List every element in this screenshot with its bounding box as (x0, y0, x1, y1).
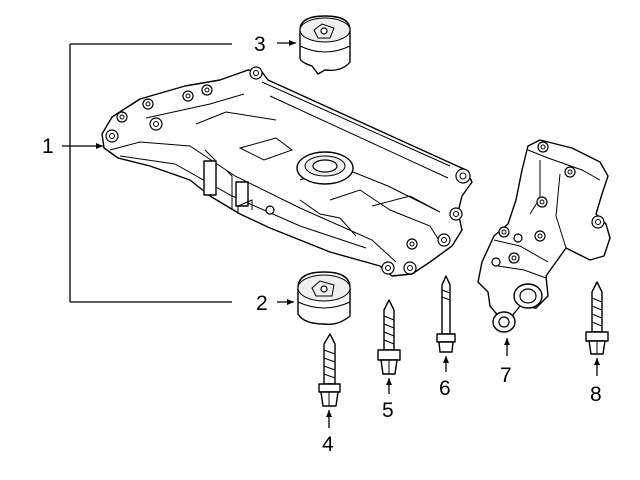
callout-8: 8 (590, 383, 602, 406)
bolt-4 (318, 333, 341, 428)
subframe-crossmember (101, 66, 473, 277)
callout-7: 7 (500, 364, 512, 387)
callout-1: 1 (42, 135, 54, 158)
bolt-5 (377, 299, 401, 394)
callout-6: 6 (439, 377, 451, 400)
callout-1-leader (62, 43, 232, 303)
callout-2: 2 (256, 292, 268, 315)
callout-5: 5 (382, 399, 394, 422)
bolt-8 (585, 281, 609, 376)
callout-3: 3 (254, 33, 266, 56)
upper-mount-bushing (277, 15, 351, 75)
bolt-6 (436, 275, 456, 372)
callout-4: 4 (322, 433, 334, 456)
lower-mount-bushing (277, 271, 351, 326)
mount-bracket (477, 139, 611, 356)
